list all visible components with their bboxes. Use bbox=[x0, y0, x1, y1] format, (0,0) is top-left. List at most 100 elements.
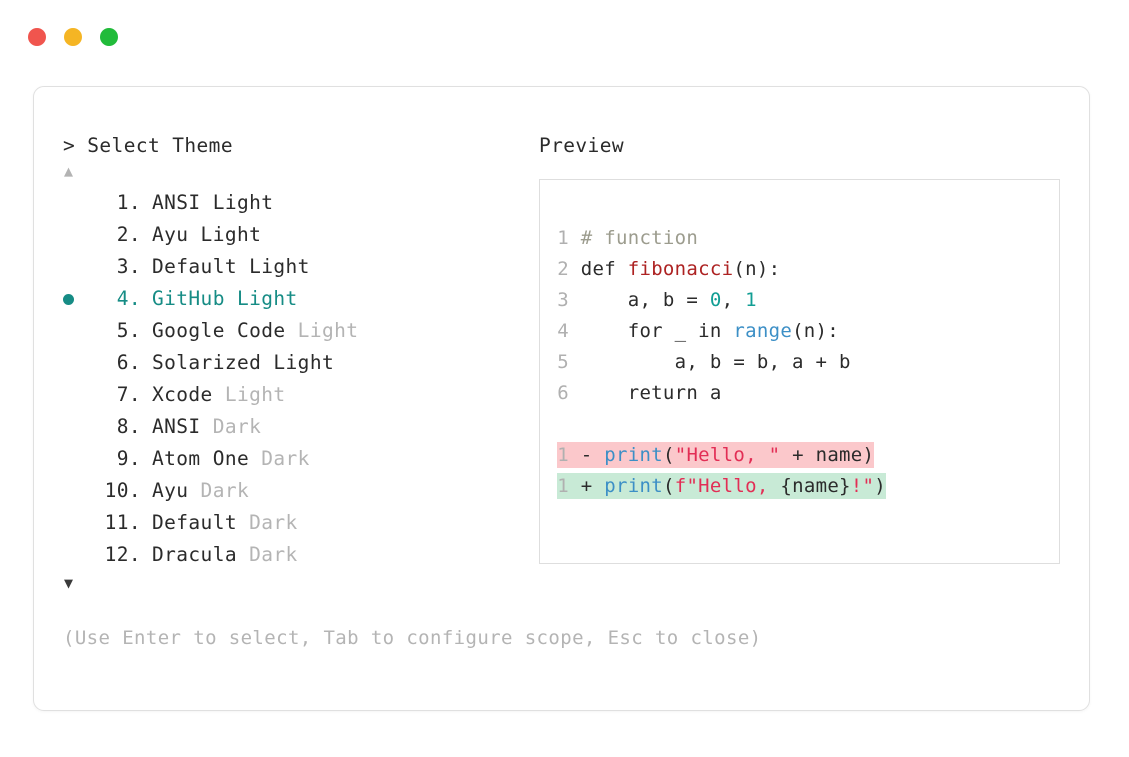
code-token: , bbox=[721, 289, 746, 311]
scroll-down-arrow-icon[interactable]: ▼ bbox=[64, 574, 74, 592]
theme-item-name: Xcode bbox=[152, 383, 213, 406]
theme-list-item[interactable]: 10. Ayu Dark bbox=[63, 475, 533, 507]
code-token: (n): bbox=[792, 320, 840, 342]
line-number: 6 bbox=[557, 382, 569, 404]
theme-item-name: ANSI bbox=[152, 415, 201, 438]
code-token: ) bbox=[874, 475, 887, 497]
selection-bullet-cell bbox=[63, 283, 95, 315]
theme-item-number: 8. bbox=[104, 415, 141, 438]
code-token: ( bbox=[662, 475, 675, 497]
code-token: fibonacci bbox=[627, 258, 734, 280]
theme-item-name: Google Code bbox=[152, 319, 286, 342]
theme-list-item[interactable]: 3. Default Light bbox=[63, 251, 533, 283]
code-line: 1 # function bbox=[557, 223, 886, 254]
code-token: # function bbox=[580, 227, 699, 249]
theme-item-name: ANSI bbox=[152, 191, 201, 214]
code-token: for _ in bbox=[580, 320, 734, 342]
selection-bullet-cell bbox=[63, 379, 95, 411]
theme-list-item[interactable]: 11.Default Dark bbox=[63, 507, 533, 539]
code-line: 4 for _ in range(n): bbox=[557, 316, 886, 347]
code-token: range bbox=[733, 320, 793, 342]
theme-item-variant: Light bbox=[236, 255, 310, 278]
theme-item-variant: Light bbox=[224, 287, 298, 310]
code-token: print bbox=[604, 475, 663, 497]
code-token: def bbox=[580, 258, 628, 280]
theme-item-variant: Dark bbox=[236, 543, 298, 566]
theme-list-item[interactable]: 9.Atom One Dark bbox=[63, 443, 533, 475]
diff-line-del: 1 - print("Hello, " + name) bbox=[557, 440, 886, 471]
theme-item-variant: Light bbox=[261, 351, 335, 374]
selection-bullet-cell bbox=[63, 251, 95, 283]
theme-item-variant: Dark bbox=[249, 447, 310, 470]
theme-item-variant: Light bbox=[200, 191, 274, 214]
code-token: {name} bbox=[780, 475, 851, 497]
code-line: 2 def fibonacci(n): bbox=[557, 254, 886, 285]
theme-item-name: GitHub bbox=[152, 287, 225, 310]
theme-item-number: 1. bbox=[104, 191, 141, 214]
code-blank-line bbox=[557, 409, 886, 440]
selection-bullet-cell bbox=[63, 475, 95, 507]
theme-list-column: > Select Theme ▲ 1. ANSI Light 2. Ayu Ligh… bbox=[63, 133, 533, 595]
theme-item-variant: Dark bbox=[188, 479, 250, 502]
selection-bullet-cell bbox=[63, 443, 95, 475]
diff-marker: + bbox=[580, 475, 593, 497]
theme-list-item[interactable]: 5.Google Code Light bbox=[63, 315, 533, 347]
minimize-dot[interactable] bbox=[64, 28, 82, 46]
line-number: 4 bbox=[557, 320, 569, 342]
theme-item-number: 4. bbox=[104, 287, 141, 310]
selection-bullet-cell bbox=[63, 315, 95, 347]
line-number: 1 bbox=[557, 475, 569, 497]
diff-highlight: 1 + print(f"Hello, {name}!") bbox=[557, 473, 887, 499]
page-title: > Select Theme bbox=[63, 134, 233, 157]
theme-item-number: 10. bbox=[104, 479, 141, 502]
theme-item-number: 2. bbox=[104, 223, 141, 246]
theme-list-item[interactable]: 7. Xcode Light bbox=[63, 379, 533, 411]
theme-item-number: 7. bbox=[104, 383, 141, 406]
theme-list-item[interactable]: 4. GitHub Light bbox=[63, 283, 533, 315]
code-line: 3 a, b = 0, 1 bbox=[557, 285, 886, 316]
code-line: 5 a, b = b, a + b bbox=[557, 347, 886, 378]
theme-item-variant: Dark bbox=[236, 511, 298, 534]
line-number: 2 bbox=[557, 258, 569, 280]
code-token: + name) bbox=[780, 444, 875, 466]
maximize-dot[interactable] bbox=[100, 28, 118, 46]
theme-item-number: 6. bbox=[104, 351, 141, 374]
close-dot[interactable] bbox=[28, 28, 46, 46]
code-token: print bbox=[604, 444, 663, 466]
code-token: (n): bbox=[733, 258, 781, 280]
code-token: a, b = bbox=[580, 289, 710, 311]
code-token: "Hello, " bbox=[674, 444, 781, 466]
selection-bullet-cell bbox=[63, 347, 95, 379]
scroll-up-arrow-icon[interactable]: ▲ bbox=[64, 162, 74, 180]
theme-list-item[interactable]: 6.Solarized Light bbox=[63, 347, 533, 379]
theme-item-name: Ayu bbox=[152, 479, 189, 502]
theme-item-variant: Dark bbox=[200, 415, 262, 438]
code-token: ( bbox=[662, 444, 675, 466]
code-token: a, b = b, a + b bbox=[580, 351, 851, 373]
theme-list-item[interactable]: 2. Ayu Light bbox=[63, 219, 533, 251]
code-line: 6 return a bbox=[557, 378, 886, 409]
preview-label: Preview bbox=[539, 134, 624, 157]
diff-highlight: 1 - print("Hello, " + name) bbox=[557, 442, 875, 468]
line-number: 5 bbox=[557, 351, 569, 373]
selection-bullet-cell bbox=[63, 507, 95, 539]
theme-item-name: Ayu bbox=[152, 223, 189, 246]
code-token: f"Hello, bbox=[674, 475, 781, 497]
theme-list[interactable]: 1. ANSI Light 2. Ayu Light 3. Default Light… bbox=[63, 187, 533, 571]
selection-bullet-cell bbox=[63, 411, 95, 443]
theme-item-name: Default bbox=[152, 255, 237, 278]
theme-item-number: 5. bbox=[104, 319, 141, 342]
theme-list-item[interactable]: 1. ANSI Light bbox=[63, 187, 533, 219]
theme-item-variant: Light bbox=[188, 223, 262, 246]
theme-item-number: 12. bbox=[104, 543, 141, 566]
theme-list-item[interactable]: 8. ANSI Dark bbox=[63, 411, 533, 443]
diff-line-add: 1 + print(f"Hello, {name}!") bbox=[557, 471, 887, 502]
theme-list-item[interactable]: 12. Dracula Dark bbox=[63, 539, 533, 571]
theme-selector-card: > Select Theme ▲ 1. ANSI Light 2. Ayu Ligh… bbox=[33, 86, 1090, 711]
theme-item-number: 3. bbox=[104, 255, 141, 278]
theme-item-name: Dracula bbox=[152, 543, 237, 566]
theme-item-variant: Light bbox=[212, 383, 286, 406]
theme-item-number: 11. bbox=[104, 511, 141, 534]
theme-item-number: 9. bbox=[104, 447, 141, 470]
